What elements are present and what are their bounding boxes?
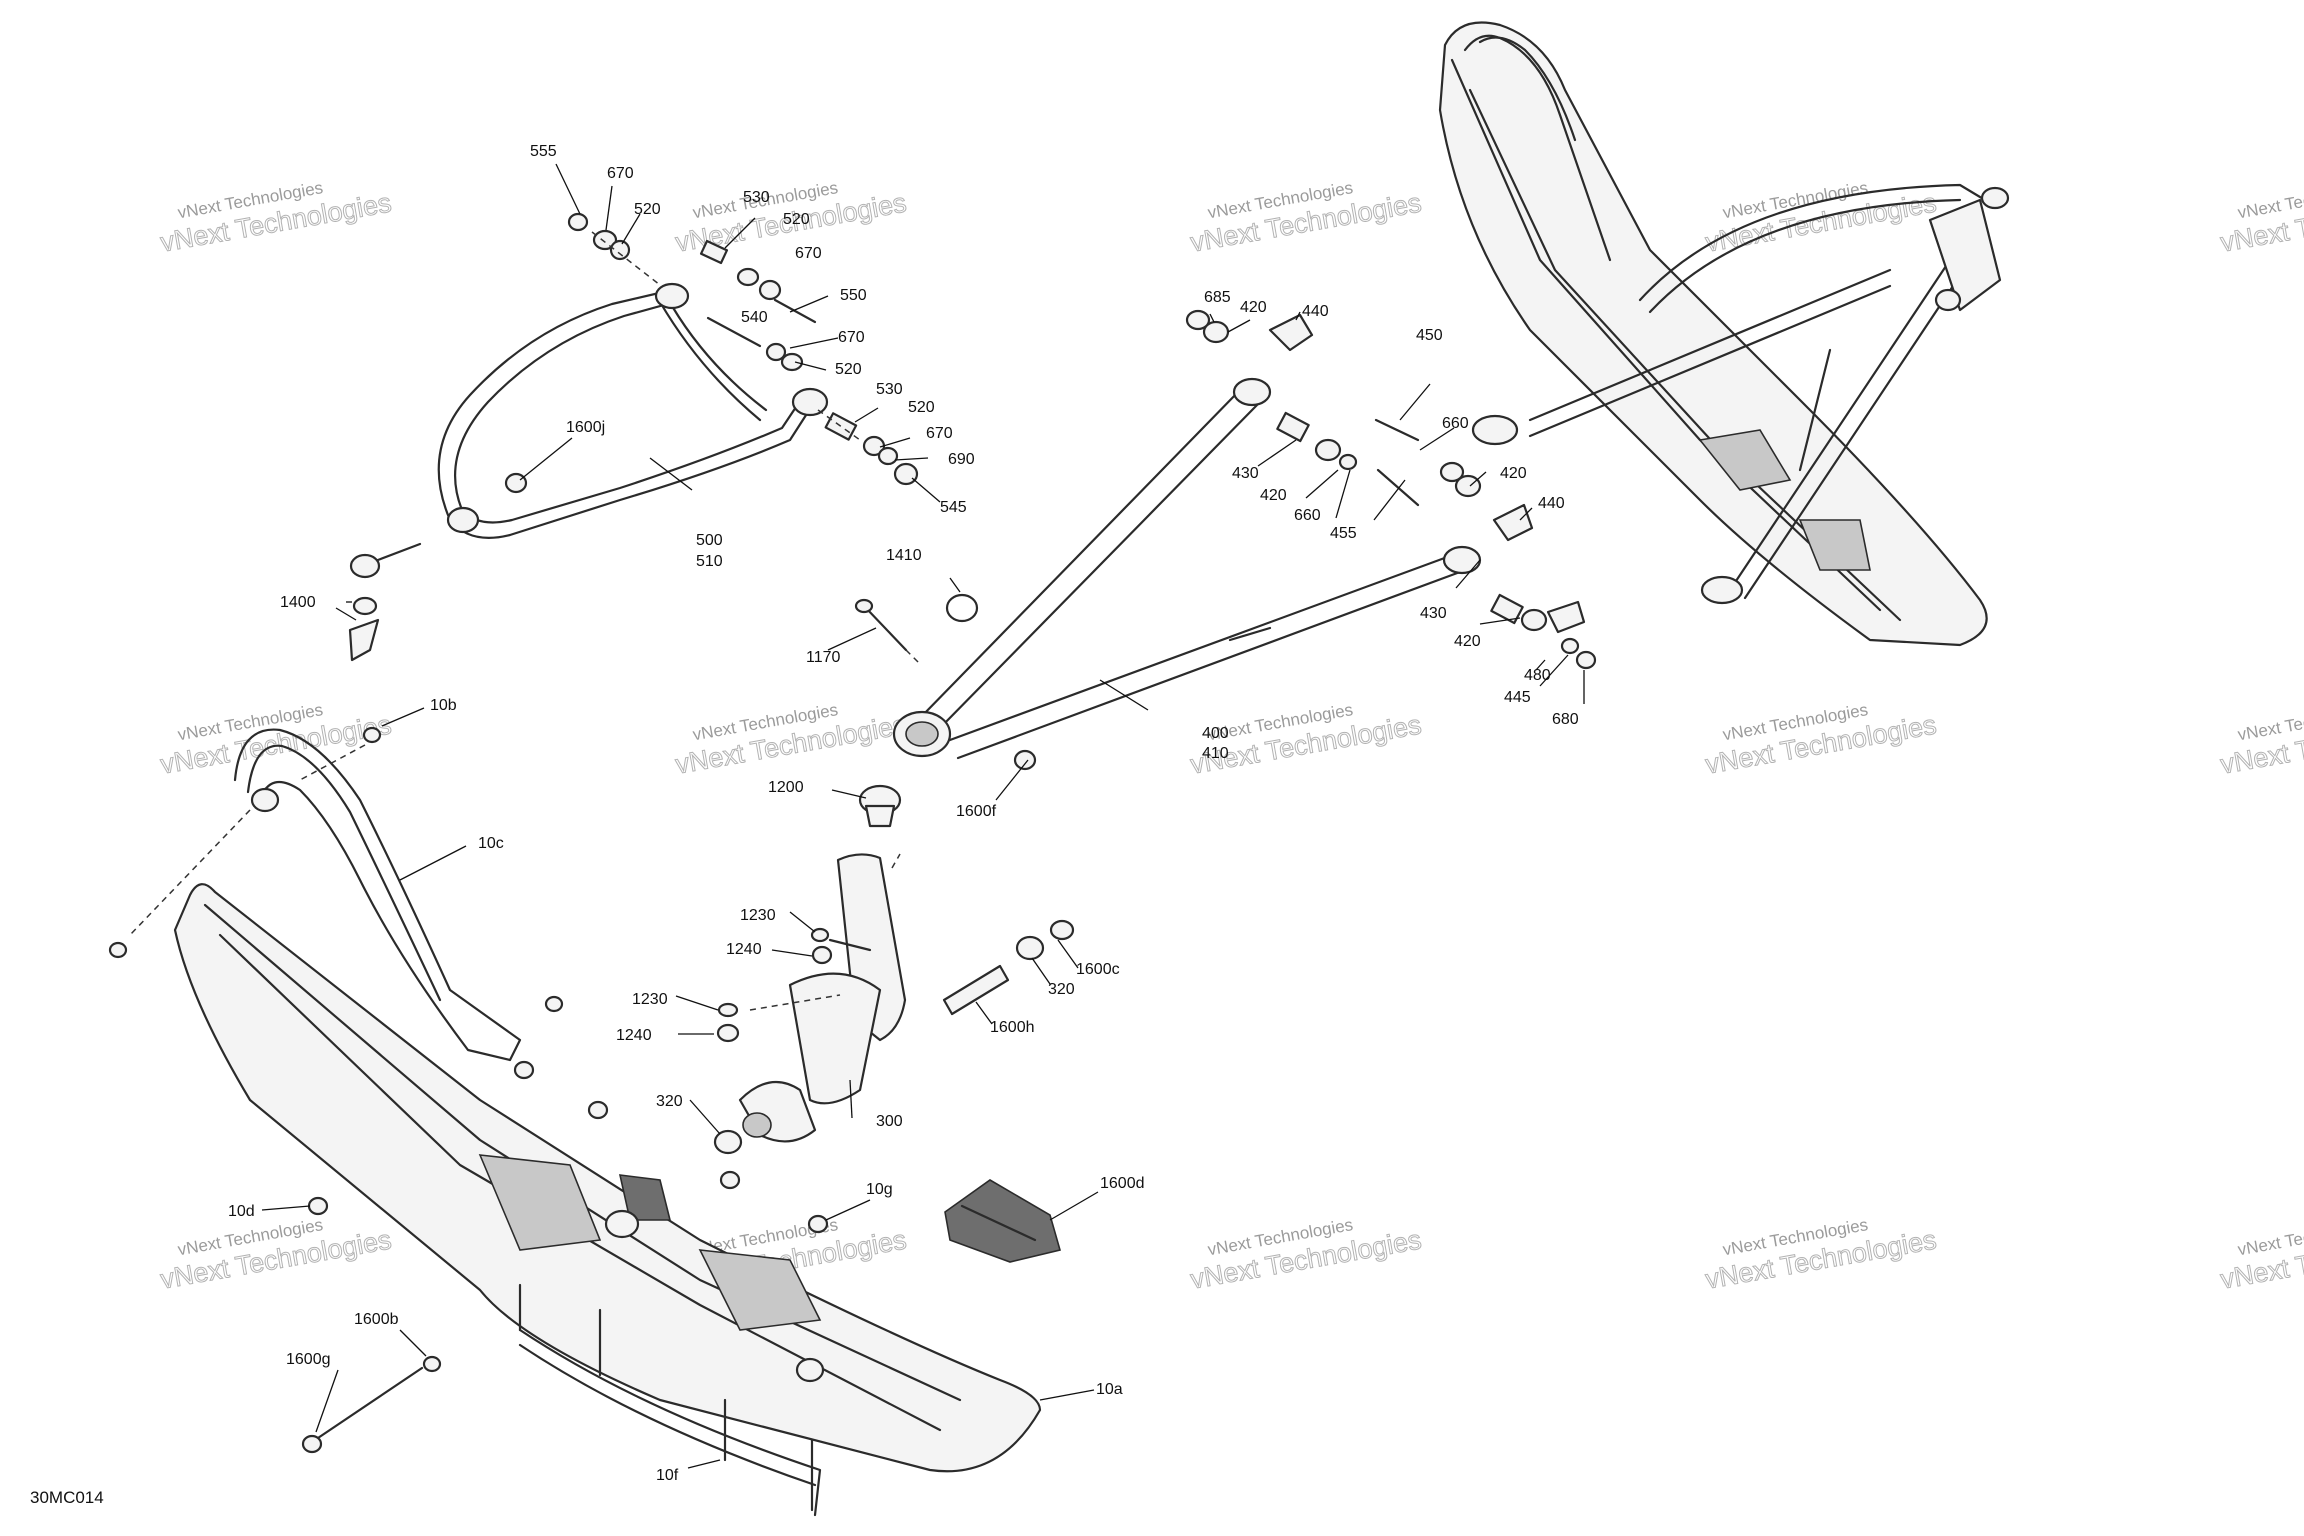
callout-520: 520 bbox=[835, 361, 862, 378]
ski-handle bbox=[129, 728, 522, 1062]
callout-455: 455 bbox=[1330, 525, 1357, 542]
callout-520: 520 bbox=[634, 201, 661, 218]
assembled-ski-view bbox=[1438, 21, 2010, 647]
callout-10g: 10g bbox=[866, 1181, 893, 1198]
callout-1170: 1170 bbox=[806, 649, 841, 666]
callout-1600d: 1600d bbox=[1100, 1175, 1145, 1192]
callout-440: 440 bbox=[1538, 495, 1565, 512]
callout-420: 420 bbox=[1454, 633, 1481, 650]
callout-670: 670 bbox=[795, 245, 822, 262]
callout-510: 510 bbox=[696, 553, 723, 570]
callout-410: 410 bbox=[1202, 745, 1229, 762]
callout-555: 555 bbox=[530, 143, 557, 160]
callout-690: 690 bbox=[948, 451, 975, 468]
callout-1240: 1240 bbox=[616, 1027, 652, 1044]
callout-1240: 1240 bbox=[726, 941, 762, 958]
leader-lines bbox=[261, 163, 1585, 1469]
callout-420: 420 bbox=[1260, 487, 1287, 504]
callout-1600f: 1600f bbox=[956, 803, 997, 820]
callout-685: 685 bbox=[1204, 289, 1231, 306]
callout-1410: 1410 bbox=[886, 547, 922, 564]
callout-1600c: 1600c bbox=[1076, 961, 1120, 978]
spindle bbox=[713, 784, 1075, 1155]
callout-320: 320 bbox=[1048, 981, 1075, 998]
callout-480: 480 bbox=[1524, 667, 1551, 684]
callout-1600g: 1600g bbox=[286, 1351, 331, 1368]
callout-400: 400 bbox=[1202, 725, 1229, 742]
callout-445: 445 bbox=[1504, 689, 1531, 706]
callout-520: 520 bbox=[908, 399, 935, 416]
callout-540: 540 bbox=[741, 309, 768, 326]
callout-labels: 555 670 520 530 520 670 550 540 670 520 … bbox=[228, 143, 1579, 1484]
callout-10f: 10f bbox=[656, 1467, 679, 1484]
callout-10a: 10a bbox=[1096, 1381, 1123, 1398]
callout-10c: 10c bbox=[478, 835, 504, 852]
callout-550: 550 bbox=[840, 287, 867, 304]
callout-545: 545 bbox=[940, 499, 967, 516]
callout-430: 430 bbox=[1232, 465, 1259, 482]
callout-320: 320 bbox=[656, 1093, 683, 1110]
callout-10b: 10b bbox=[430, 697, 457, 714]
callout-1600j: 1600j bbox=[566, 419, 605, 436]
upper-a-arm bbox=[437, 282, 829, 539]
callout-1230: 1230 bbox=[632, 991, 668, 1008]
callout-660: 660 bbox=[1442, 415, 1469, 432]
front-ski bbox=[108, 726, 1042, 1517]
callout-420: 420 bbox=[1500, 465, 1527, 482]
callout-520: 520 bbox=[783, 211, 810, 228]
callout-530: 530 bbox=[876, 381, 903, 398]
callout-680: 680 bbox=[1552, 711, 1579, 728]
callout-430: 430 bbox=[1420, 605, 1447, 622]
callout-1600h: 1600h bbox=[990, 1019, 1035, 1036]
callout-1200: 1200 bbox=[768, 779, 804, 796]
callout-1230: 1230 bbox=[740, 907, 776, 924]
callout-450: 450 bbox=[1416, 327, 1443, 344]
ski-wear-pad bbox=[944, 1179, 1061, 1263]
callout-530: 530 bbox=[743, 189, 770, 206]
callout-420: 420 bbox=[1240, 299, 1267, 316]
callout-300: 300 bbox=[876, 1113, 903, 1130]
callout-1400: 1400 bbox=[280, 594, 316, 611]
callout-670: 670 bbox=[926, 425, 953, 442]
figure-code: 30MC014 bbox=[30, 1488, 104, 1507]
callout-500: 500 bbox=[696, 532, 723, 549]
callout-10d: 10d bbox=[228, 1203, 255, 1220]
callout-440: 440 bbox=[1302, 303, 1329, 320]
upper-a-arm-hardware bbox=[348, 212, 919, 662]
callout-670: 670 bbox=[838, 329, 865, 346]
lower-a-arm bbox=[854, 309, 1597, 771]
callout-660: 660 bbox=[1294, 507, 1321, 524]
callout-1600b: 1600b bbox=[354, 1311, 399, 1328]
callout-670: 670 bbox=[607, 165, 634, 182]
